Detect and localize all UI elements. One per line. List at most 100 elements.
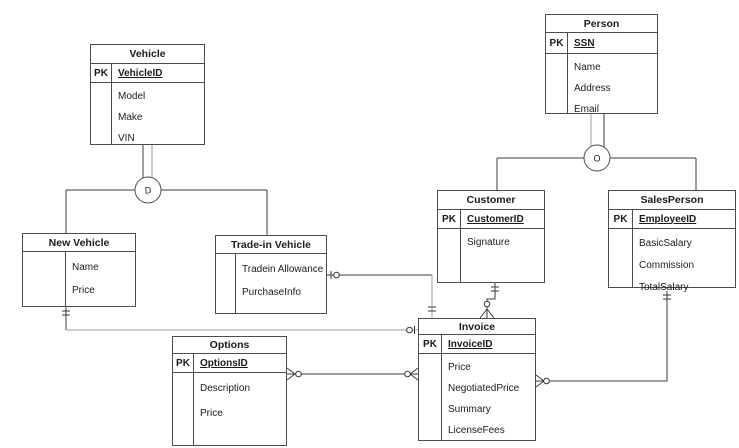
- overlap-junction[interactable]: O: [583, 144, 611, 172]
- table-title: Customer: [438, 191, 544, 210]
- attribute: VIN: [118, 133, 135, 144]
- salesperson-invoice-line: [535, 291, 671, 388]
- table-title: Trade-in Vehicle: [216, 236, 326, 254]
- pk-row: PK InvoiceID: [419, 335, 535, 354]
- pk-column-divider: [460, 210, 461, 282]
- pk-label: PK: [613, 213, 628, 225]
- attribute-list: Name Price: [23, 252, 135, 302]
- attr-row: VIN: [91, 128, 204, 149]
- relationship-line: [536, 291, 668, 382]
- pk-attribute: OptionsID: [200, 357, 248, 369]
- pk-attribute: SSN: [574, 37, 595, 49]
- pk-column-divider: [235, 254, 236, 313]
- attr-row: Signature: [438, 232, 544, 252]
- table-vehicle[interactable]: Vehicle PK VehicleID Model Make VIN: [90, 44, 205, 145]
- attribute: Summary: [448, 404, 491, 415]
- table-body: PK VehicleID Model Make VIN: [91, 64, 204, 144]
- attribute: Name: [72, 262, 99, 273]
- crow-foot-icon: [286, 367, 296, 381]
- attr-row: Tradein Allowance: [216, 258, 326, 281]
- table-body: PK SSN Name Address Email: [546, 33, 657, 115]
- attr-row: Description: [173, 376, 286, 401]
- newvehicle-invoice-line: [62, 307, 418, 334]
- crow-foot-icon: [409, 367, 419, 381]
- disjoint-branch-lines: [65, 189, 268, 235]
- pk-attribute: EmployeeID: [639, 213, 697, 225]
- attribute: Model: [118, 91, 146, 102]
- options-invoice-line: [286, 367, 419, 381]
- attribute-list: Price NegotiatedPrice Summary LicenseFee…: [419, 354, 535, 441]
- attribute-list: Model Make VIN: [91, 83, 204, 149]
- table-title: Invoice: [419, 319, 535, 335]
- pk-row: PK OptionsID: [173, 354, 286, 373]
- attribute: NegotiatedPrice: [448, 383, 520, 394]
- pk-row: PK CustomerID: [438, 210, 544, 229]
- pk-column-divider: [193, 354, 194, 445]
- table-tradein-vehicle[interactable]: Trade-in Vehicle Tradein Allowance Purch…: [215, 235, 327, 314]
- pk-column-divider: [65, 252, 66, 306]
- pk-row: PK VehicleID: [91, 64, 204, 83]
- customer-invoice-line: [479, 283, 499, 319]
- table-title: Vehicle: [91, 45, 204, 64]
- attr-row: Model: [91, 86, 204, 107]
- table-body: Tradein Allowance PurchaseInfo: [216, 254, 326, 313]
- tradein-invoice-line: [327, 271, 436, 318]
- table-body: PK OptionsID Description Price: [173, 354, 286, 445]
- attr-row: LicenseFees: [419, 420, 535, 441]
- attribute: Price: [72, 285, 95, 296]
- table-body: PK EmployeeID BasicSalary Commission Tot…: [609, 210, 735, 293]
- zero-circle-icon: [333, 271, 340, 279]
- attr-row: Email: [546, 99, 657, 120]
- attribute: TotalSalary: [639, 281, 689, 293]
- pk-row: PK EmployeeID: [609, 210, 735, 229]
- zero-circle-icon: [295, 370, 302, 378]
- attribute-list: Tradein Allowance PurchaseInfo: [216, 254, 326, 304]
- table-title: SalesPerson: [609, 191, 735, 210]
- crow-foot-icon: [535, 374, 545, 388]
- attribute: PurchaseInfo: [242, 287, 301, 298]
- disjoint-junction[interactable]: D: [134, 176, 162, 204]
- attribute: BasicSalary: [639, 237, 692, 249]
- zero-circle-icon: [404, 370, 411, 378]
- attribute-list: BasicSalary Commission TotalSalary: [609, 229, 735, 298]
- attribute: Price: [448, 362, 471, 373]
- attr-row: Price: [419, 357, 535, 378]
- attribute: Email: [574, 104, 600, 115]
- table-options[interactable]: Options PK OptionsID Description Price: [172, 336, 287, 446]
- attr-row: TotalSalary: [609, 276, 735, 298]
- attr-row: Name: [23, 256, 135, 279]
- table-new-vehicle[interactable]: New Vehicle Name Price: [22, 233, 136, 307]
- attr-row: PurchaseInfo: [216, 281, 326, 304]
- attr-row: Name: [546, 57, 657, 78]
- pk-column-divider: [567, 33, 568, 113]
- pk-label: PK: [442, 213, 456, 225]
- zero-circle-icon: [406, 326, 413, 334]
- attr-row: Summary: [419, 399, 535, 420]
- attribute: Make: [118, 112, 143, 123]
- attribute-list: Description Price: [173, 373, 286, 426]
- table-customer[interactable]: Customer PK CustomerID Signature: [437, 190, 545, 283]
- attr-row: Make: [91, 107, 204, 128]
- table-salesperson[interactable]: SalesPerson PK EmployeeID BasicSalary Co…: [608, 190, 736, 293]
- pk-attribute: VehicleID: [118, 67, 163, 79]
- attribute: Commission: [639, 259, 695, 271]
- disjoint-circle-icon[interactable]: [134, 176, 162, 204]
- attribute-list: Name Address Email: [546, 54, 657, 120]
- pk-column-divider: [632, 210, 633, 287]
- table-title: Person: [546, 15, 657, 33]
- table-body: Name Price: [23, 252, 135, 306]
- attribute: Tradein Allowance: [242, 264, 324, 275]
- pk-label: PK: [94, 67, 108, 79]
- attr-row: NegotiatedPrice: [419, 378, 535, 399]
- attr-row: Price: [23, 279, 135, 302]
- pk-row: PK SSN: [546, 33, 657, 54]
- attribute-list: Signature: [438, 229, 544, 252]
- table-person[interactable]: Person PK SSN Name Address Email: [545, 14, 658, 115]
- table-title: Options: [173, 337, 286, 354]
- relationship-line: [486, 283, 496, 318]
- overlap-circle-icon[interactable]: [583, 144, 611, 172]
- pk-column-divider: [111, 64, 112, 144]
- table-invoice[interactable]: Invoice PK InvoiceID Price NegotiatedPri…: [418, 318, 536, 441]
